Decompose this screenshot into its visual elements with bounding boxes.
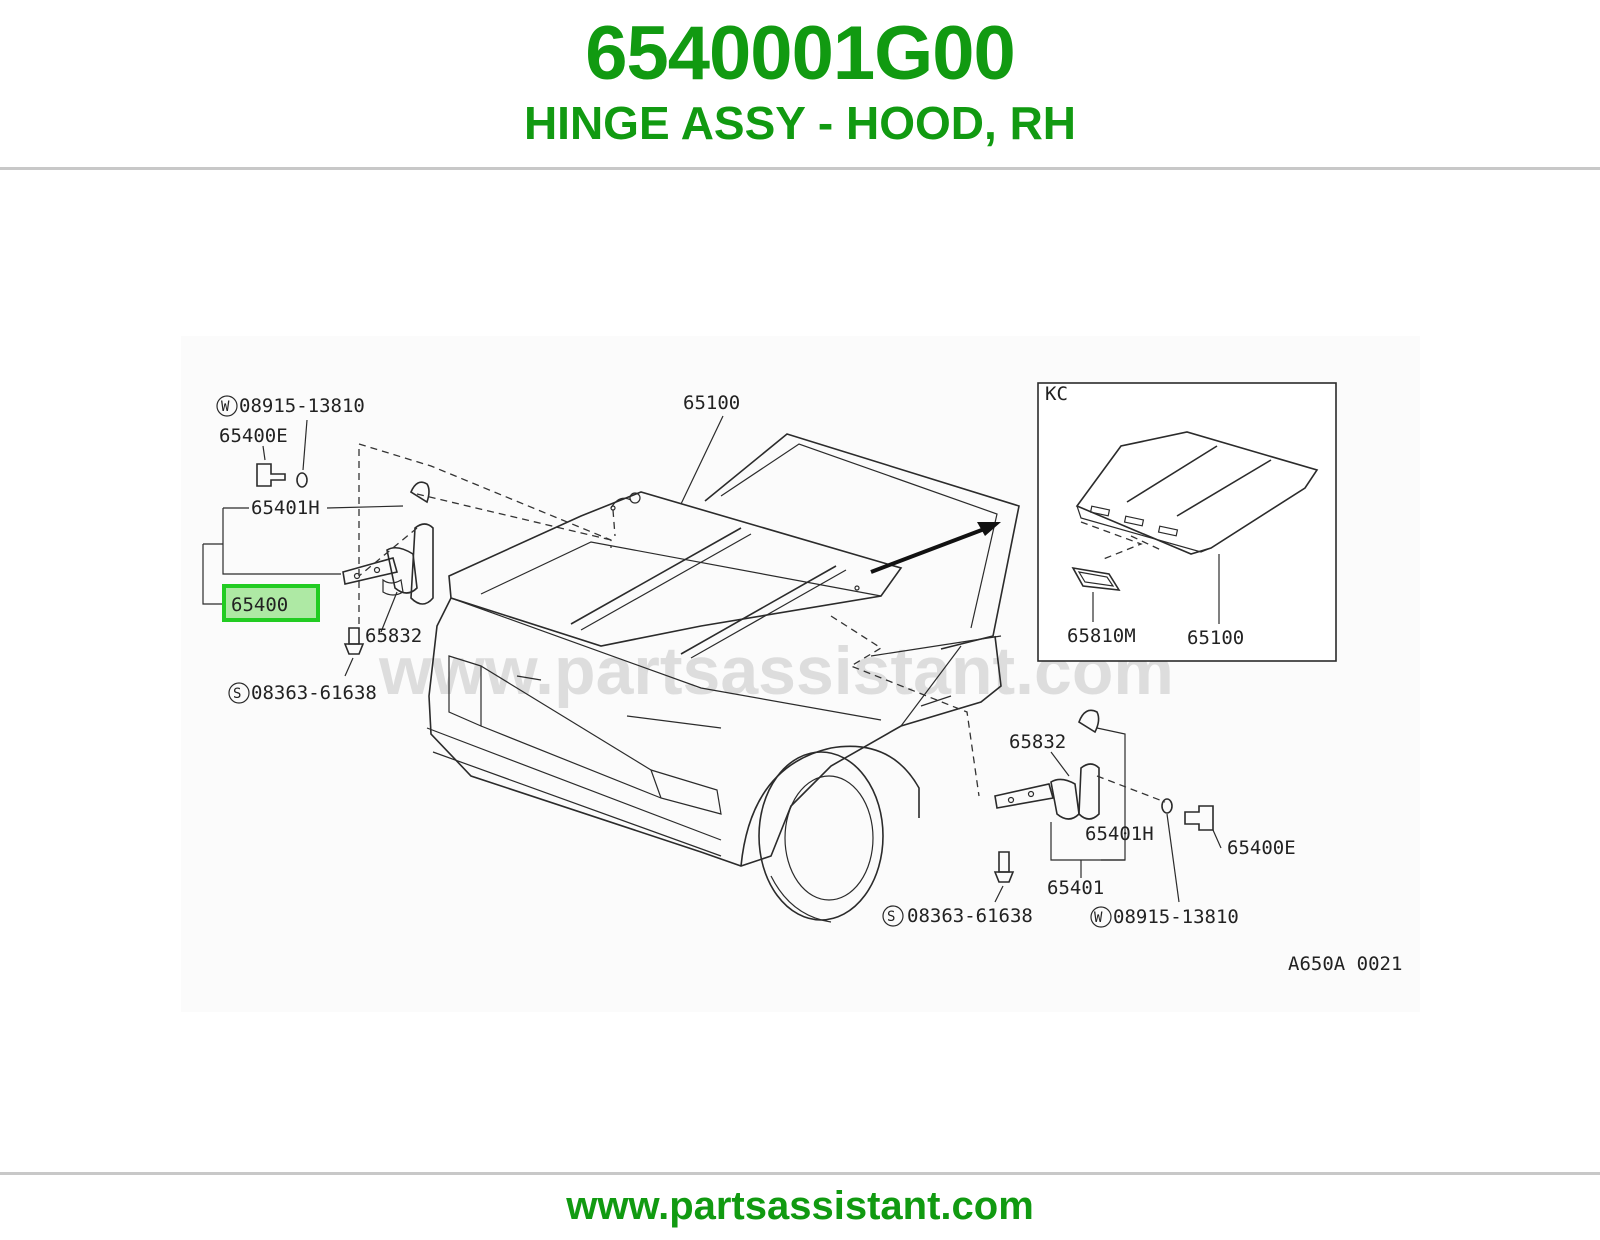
- right-bolt-e-part: [1184, 805, 1214, 831]
- hood-panel: [448, 491, 903, 647]
- right-hinge-group: 65832 65400E 65401H 65401 S 08: [882, 709, 1296, 928]
- right-screw-label: 08363-61638: [907, 905, 1033, 927]
- footer-divider: [0, 1172, 1600, 1175]
- part-name-subtitle: HINGE ASSY - HOOD, RH: [523, 97, 1077, 149]
- left-hinge-body: [386, 546, 418, 594]
- left-washer-mark: W: [221, 399, 230, 415]
- right-hinge-label: 65401: [1047, 877, 1104, 899]
- inset-hood: [1075, 431, 1319, 555]
- washer-mark-circle: [216, 395, 238, 417]
- right-screw-part: [998, 851, 1010, 873]
- right-washer-mark: W: [1094, 910, 1103, 926]
- left-bolt-e-label: 65400E: [219, 425, 288, 447]
- inset-grille-label: 65810M: [1067, 625, 1136, 647]
- hood-label: 65100: [683, 392, 740, 414]
- parts-diagram: www.partsassistant.com W 08915-13810 654…: [181, 336, 1420, 1012]
- right-hinge-plate-top: [1078, 709, 1100, 734]
- header-divider: [0, 167, 1600, 170]
- left-hinge-group: W 08915-13810 65400E 65401H 65832: [202, 395, 612, 704]
- left-washer-part: [296, 472, 308, 488]
- footer-url[interactable]: www.partsassistant.com: [566, 1184, 1034, 1228]
- inset-frame: [1037, 382, 1337, 662]
- right-washer-part: [1161, 798, 1173, 814]
- car-body-drawing: 65100: [426, 392, 1020, 923]
- inset-hood-label: 65100: [1187, 627, 1244, 649]
- left-screw-mark: S: [233, 686, 241, 702]
- inset-label: KC: [1045, 383, 1068, 405]
- left-bolt-e-part: [256, 463, 286, 487]
- right-hinge-arm: [1078, 763, 1100, 820]
- right-hinge-h-label: 65401H: [1085, 823, 1154, 845]
- left-screw-part: [348, 627, 360, 645]
- highlighted-part-label[interactable]: 65400: [231, 594, 288, 616]
- inset-grille-part: [1071, 566, 1121, 591]
- left-hinge-arm: [410, 523, 434, 605]
- right-hinge-body: [1050, 778, 1080, 820]
- left-bracket-label: 65832: [365, 625, 422, 647]
- right-bolt-e-label: 65400E: [1227, 837, 1296, 859]
- kc-inset: KC 65810M 65100: [1037, 382, 1337, 662]
- figure-code: A650A 0021: [1288, 953, 1402, 975]
- right-headlight: [650, 769, 722, 815]
- left-washer-label: 08915-13810: [239, 395, 365, 417]
- left-hinge-base: [342, 557, 399, 585]
- right-bracket-label: 65832: [1009, 731, 1066, 753]
- right-hinge-base: [994, 783, 1055, 809]
- left-hinge-h-label: 65401H: [251, 497, 320, 519]
- right-screw-mark: S: [887, 909, 895, 925]
- right-washer-label: 08915-13810: [1113, 906, 1239, 928]
- diagram-svg: www.partsassistant.com W 08915-13810 654…: [202, 382, 1402, 975]
- left-hinge-plate-top: [409, 481, 430, 504]
- part-number-title: 6540001G00: [585, 11, 1016, 96]
- highlighted-part-box[interactable]: [222, 584, 320, 622]
- left-screw-label: 08363-61638: [251, 682, 377, 704]
